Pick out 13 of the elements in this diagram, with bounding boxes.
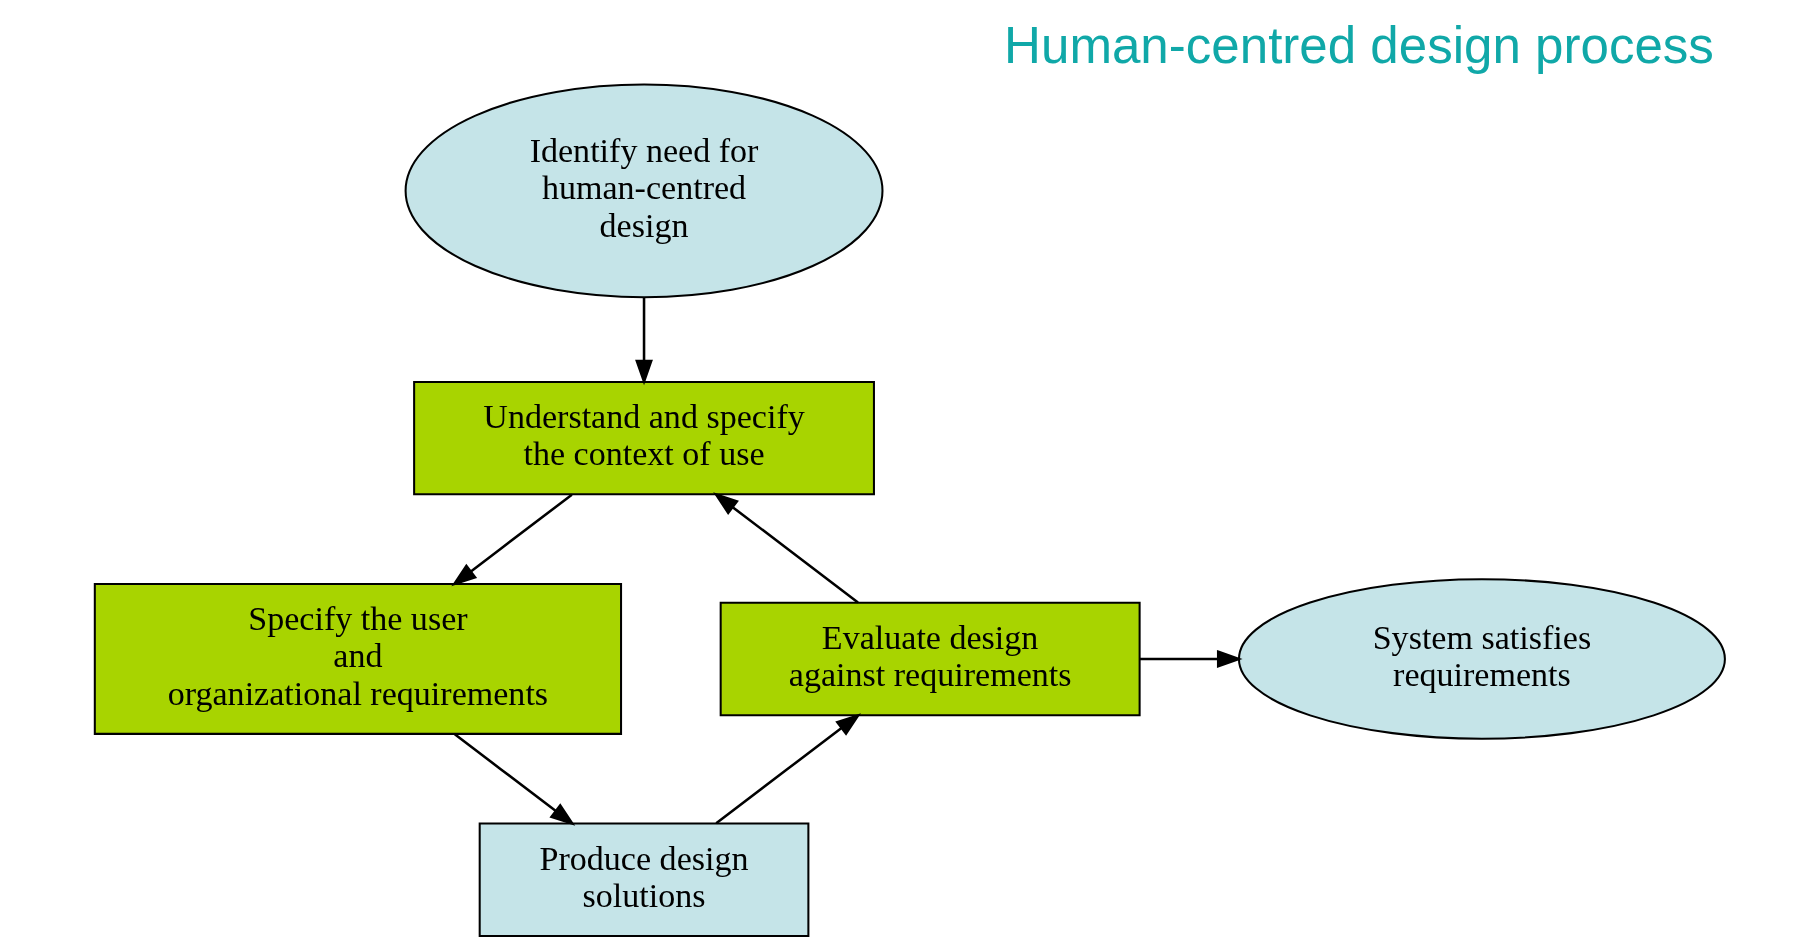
node-box: Produce design solutions <box>478 822 810 937</box>
diagram-title: Human-centred design process <box>1004 16 1714 74</box>
arrow <box>1139 650 1243 668</box>
node-box: Specify the user and organizational requirements <box>93 583 623 735</box>
node-box: Understand and specify the context of use <box>413 380 875 496</box>
node-box: Evaluate design against requirements <box>719 601 1141 717</box>
arrow <box>715 713 862 825</box>
arrow <box>451 493 573 587</box>
arrow <box>635 297 653 386</box>
arrow <box>454 733 576 826</box>
node-ellipse: System satisfies requirements <box>1237 578 1726 740</box>
node-ellipse: Identify need for human-centred design <box>404 83 884 299</box>
arrow <box>713 492 859 604</box>
